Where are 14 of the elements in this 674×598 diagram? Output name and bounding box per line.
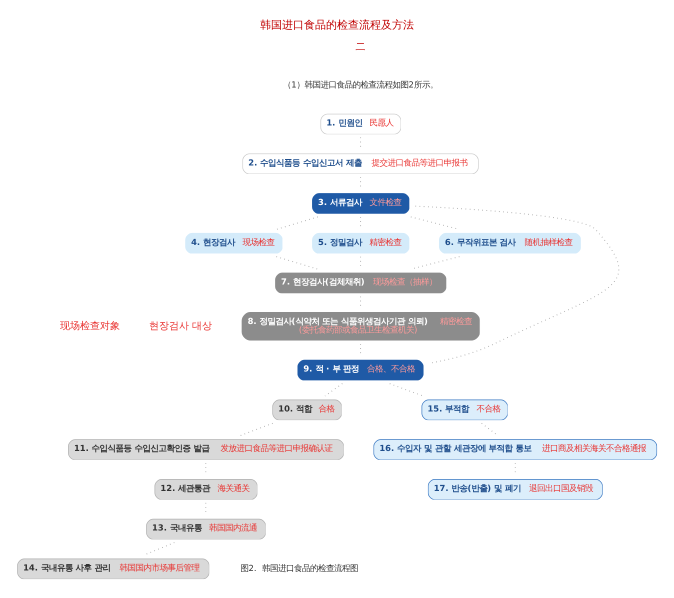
connector (144, 542, 175, 555)
connector (481, 422, 498, 436)
connector (390, 382, 424, 396)
diagram-title: 韩国进口食品的检查流程及方法 (260, 18, 414, 31)
label: 现场检查对象 (60, 320, 120, 332)
label: 현장검사 대상 (149, 320, 212, 332)
label: 二 (356, 42, 366, 53)
connector (240, 422, 273, 436)
connector (276, 216, 318, 230)
connector (324, 382, 343, 396)
connector (415, 205, 619, 364)
label: （1）韩国进口食品的检查流程如图2所示。 (283, 78, 438, 89)
caption: 图2. 韩国进口食品的检查流程图 (240, 562, 358, 572)
connector (276, 256, 318, 270)
